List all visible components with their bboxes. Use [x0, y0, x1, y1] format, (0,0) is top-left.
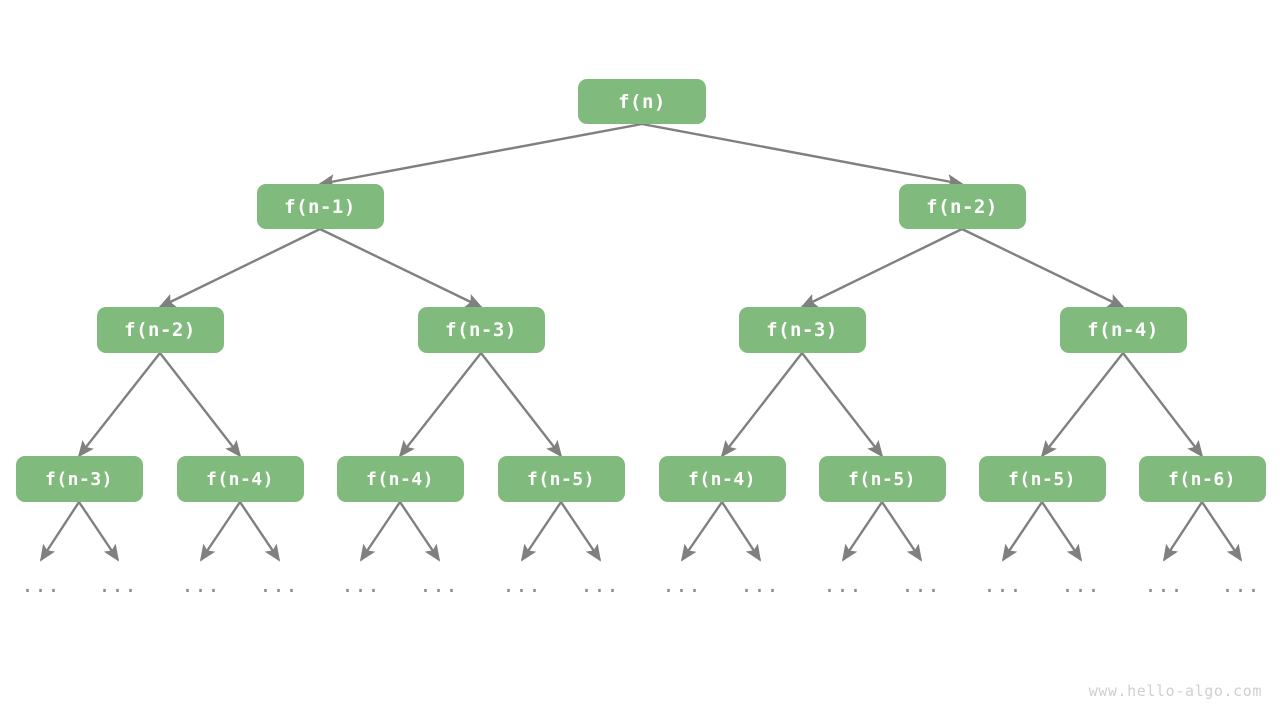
- tree-edge: [159, 352, 242, 458]
- tree-edge: [1001, 501, 1043, 562]
- tree-edge: [359, 501, 401, 562]
- ellipsis-marker: ...: [740, 573, 780, 597]
- tree-node: f(n-3): [417, 307, 545, 353]
- tree-edge: [881, 501, 923, 562]
- tree-edge: [1040, 352, 1124, 458]
- tree-node: f(n-2): [96, 307, 224, 353]
- tree-node-label: f(n-5): [847, 468, 917, 490]
- tree-node: f(n-4): [1059, 307, 1187, 353]
- tree-edge: [680, 501, 723, 562]
- tree-edge: [841, 501, 883, 562]
- tree-edge: [720, 352, 803, 458]
- tree-node-label: f(n-4): [365, 468, 435, 490]
- tree-node: f(n-3): [738, 307, 866, 353]
- tree-node: f(n-1): [256, 184, 384, 229]
- ellipsis-marker: ...: [341, 573, 381, 597]
- tree-edge: [158, 227, 321, 309]
- ellipsis-marker: ...: [662, 573, 702, 597]
- tree-edge: [560, 501, 602, 562]
- tree-node-label: f(n-4): [687, 468, 757, 490]
- tree-edge: [1201, 501, 1243, 562]
- tree-node: f(n-4): [658, 456, 786, 502]
- tree-edge: [77, 352, 161, 458]
- tree-edge: [1041, 501, 1083, 562]
- ellipsis-marker: ...: [259, 573, 299, 597]
- tree-node-label: f(n-5): [526, 468, 596, 490]
- tree-edge: [78, 501, 120, 562]
- ellipsis-marker: ...: [98, 573, 138, 597]
- tree-edge: [398, 352, 482, 458]
- tree-node: f(n-5): [497, 456, 625, 502]
- tree-edge: [199, 501, 241, 562]
- ellipsis-marker: ...: [419, 573, 459, 597]
- tree-node-label: f(n-4): [205, 468, 275, 490]
- tree-node: f(n-4): [176, 456, 304, 502]
- ellipsis-marker: ...: [1061, 573, 1101, 597]
- tree-node-label: f(n-1): [284, 195, 356, 218]
- tree-node-label: f(n-2): [124, 319, 196, 341]
- tree-node-label: f(n-5): [1007, 468, 1077, 490]
- tree-node-label: f(n-3): [44, 468, 114, 490]
- tree-edge: [239, 501, 281, 562]
- tree-node-label: f(n-4): [1087, 319, 1159, 341]
- tree-node: f(n-4): [336, 456, 464, 502]
- tree-node: f(n-6): [1138, 456, 1266, 502]
- ellipsis-marker: ...: [1221, 573, 1261, 597]
- tree-edge: [1162, 501, 1204, 562]
- watermark: www.hello-algo.com: [1088, 682, 1262, 700]
- ellipsis-marker: ...: [823, 573, 863, 597]
- tree-edge: [801, 352, 884, 458]
- tree-node: f(n-3): [15, 456, 143, 502]
- ellipsis-marker: ...: [21, 573, 61, 597]
- tree-node: f(n-2): [898, 184, 1026, 229]
- ellipsis-marker: ...: [983, 573, 1023, 597]
- ellipsis-marker: ...: [1144, 573, 1184, 597]
- ellipsis-marker: ...: [502, 573, 542, 597]
- tree-node-label: f(n-6): [1167, 468, 1237, 490]
- tree-edge: [39, 501, 81, 562]
- ellipsis-marker: ...: [901, 573, 941, 597]
- tree-node: f(n-5): [978, 456, 1106, 502]
- tree-edge: [961, 227, 1125, 309]
- tree-edge: [800, 227, 963, 309]
- ellipsis-marker: ...: [181, 573, 221, 597]
- tree-node-label: f(n-3): [766, 319, 838, 341]
- tree-edge: [1122, 352, 1204, 458]
- tree-edge: [520, 501, 562, 562]
- tree-edge: [641, 122, 964, 189]
- tree-edge: [480, 352, 563, 458]
- tree-node: f(n): [578, 79, 706, 124]
- tree-edge: [399, 501, 441, 562]
- tree-node-label: f(n): [618, 90, 666, 113]
- tree-node-label: f(n-2): [926, 195, 998, 218]
- tree-edge: [720, 501, 762, 562]
- tree-edge: [319, 227, 483, 309]
- tree-node: f(n-5): [818, 456, 946, 502]
- tree-edge: [318, 122, 643, 189]
- ellipsis-marker: ...: [580, 573, 620, 597]
- tree-node-label: f(n-3): [445, 319, 517, 341]
